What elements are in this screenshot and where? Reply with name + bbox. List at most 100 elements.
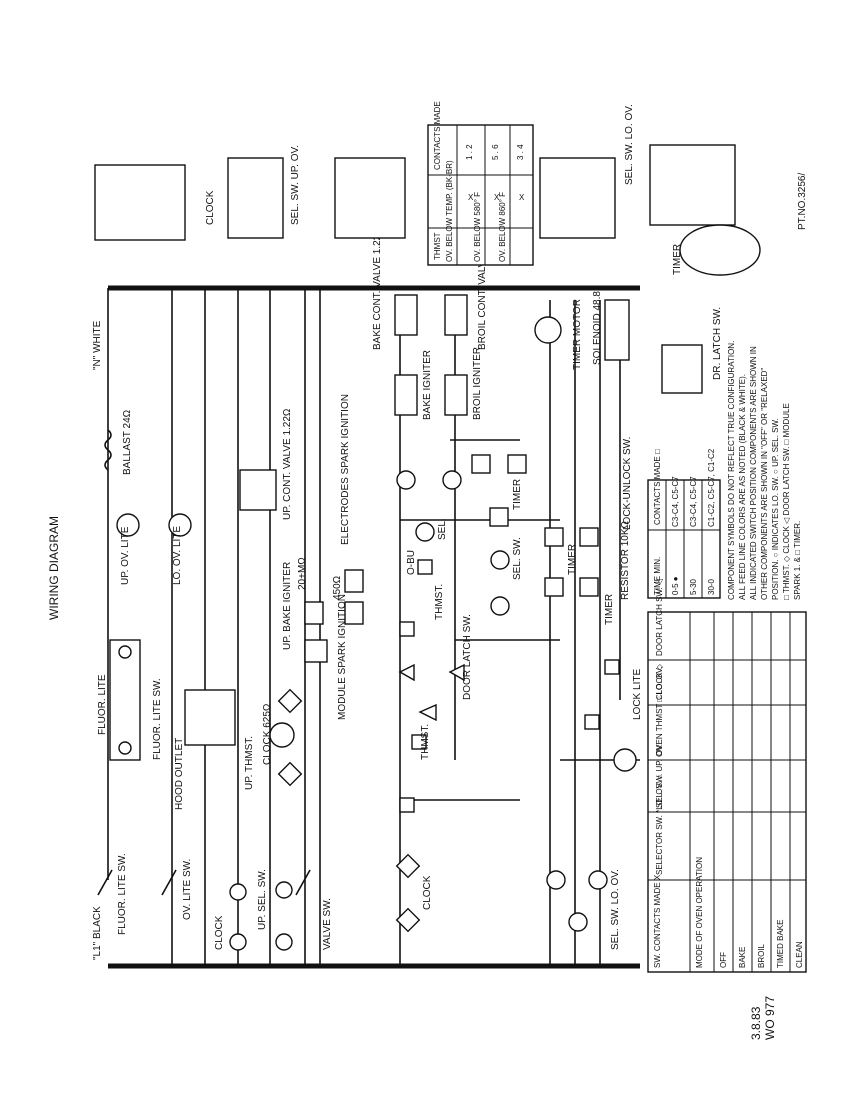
note-5: POSITION. ○ INDICATES LO. SW. ○ UP. SEL.… [771,418,780,600]
n-label: "N" WHITE [92,320,103,370]
bake-cont-valve [394,294,418,336]
lo-ov-lite [168,513,192,537]
ballast-coil [104,429,112,471]
label-sel-sw-lo-ov: SEL. SW. LO. OV. [624,104,635,185]
label-clock-625: CLOCK 625Ω [262,703,273,765]
note-3: ALL INDICATED SWITCH POSITION COMPONENTS… [749,346,758,600]
st-title: SW. CONTACTS MADE X [653,874,662,968]
up-sel-sw-3 [275,881,293,899]
tt-r0t: 0-5 ● [671,576,680,595]
label-valve-sw: VALVE SW. [322,898,333,950]
label-timer-top: TIMER [672,244,683,275]
timer-c7 [544,527,564,547]
sel-r [490,550,510,570]
up-ov-lite [116,513,140,537]
timer-contacts-table: TIME MIN. CONTACTS MADE □ 0-5 ● C3-C4, C… [647,448,721,599]
timer-c5 [507,454,527,474]
switch-contact-table: SW. CONTACTS MADE X MODE OF OVEN OPERATI… [647,579,807,973]
label-part-number: PT.NO.3256/ [797,173,808,230]
label-timer-3: TIMER [604,594,615,625]
ct-header: CONTACTS MADE [433,101,442,170]
ct-h2: 5 . 6 [491,144,500,160]
label-bake-cont-valve: BAKE CONT. VALVE 1.22Ω [372,227,383,350]
sel-sw-b [546,870,566,890]
st-col-2: OVEN THMST □ LO. OV. [655,666,664,756]
tt-r0c: C3-C4, C5-C7 [671,476,680,527]
module-n [304,601,324,625]
label-resistor: RESISTOR 10KΩ [620,520,631,600]
tt-h0: TIME MIN. [653,557,662,595]
ct-r3c3: X [519,193,525,202]
timer-motor [534,316,562,344]
fluor-ballast-detail [94,164,186,241]
label-broil-igniter: BROIL IGNITER [472,347,483,420]
thmst-3 [399,797,415,813]
timer-c1 [579,577,599,597]
dr-latch-sw [661,344,703,394]
fluor-lite-end-a [118,645,132,659]
clock-switch-3 [229,883,247,901]
tt-r1t: 5-30 [689,578,698,595]
st-col-4: DOOR LATCH SW. ◁ [655,579,664,656]
ct-h1: 1 . 2 [465,144,474,160]
footer-date: 3.8.83 [749,1006,763,1040]
label-dr-latch-sw: DR. LATCH SW. [712,307,723,380]
label-res-450: 450Ω [332,575,343,600]
label-up-bake-igniter: UP. BAKE IGNITER [282,562,293,650]
sel-bk [396,470,416,490]
ct-r1: OV. BELOW TEMP. (BK-BR) [445,160,454,262]
broil-cont-valve [444,294,468,336]
st-mode-bake: BAKE [738,947,747,968]
up-cont-valve [239,469,277,511]
label-fluor-lite: FLUOR. LITE [97,674,108,735]
label-solenoid: SOLENOID 48.8 [592,291,603,365]
st-col-3: CLOCK ◇ [655,663,664,700]
sel-br [442,470,462,490]
door-latch-2 [448,663,465,682]
diagram-title: WIRING DIAGRAM [47,516,61,620]
solenoid [604,299,630,361]
label-clock: CLOCK [214,915,225,950]
footer-code: WO 977 [763,996,777,1040]
label-hood-outlet: HOOD OUTLET [174,738,185,810]
st-mode-off: OFF [719,952,728,968]
label-up-thmst: UP. THMST. [244,736,255,790]
module-ht [344,601,364,625]
label-broil-cont-valve: BROIL CONT. VALVE 1.22Ω [477,224,488,350]
lock-5 [584,714,600,730]
door-latch-1 [418,703,437,722]
st-mode-0: MODE OF OVEN OPERATION [695,857,704,968]
clock-diamond-2 [395,853,421,879]
branch-lines [107,288,640,966]
tt-r2t: 30-0 [707,578,716,595]
label-module: MODULE SPARK IGNITION [337,594,348,720]
sel-sw-c [588,870,608,890]
sel-sw-bk-detail [539,157,616,239]
label-timer-motor: TIMER MOTOR [572,299,583,370]
door-latch-3 [398,663,415,682]
note-6: □ THMST. ◇ CLOCK ◁ DOOR LATCH SW. □ MODU… [782,403,791,600]
label-electrodes: ELECTRODES SPARK IGNITION [340,394,351,545]
label-lock-lite: LOCK LITE [632,669,643,720]
sel-sw-l [568,912,588,932]
label-o-bu: O-BU [406,550,417,575]
label-up-ov-lite: UP. OV. LITE [120,526,131,585]
sel-sw-up-detail [227,157,284,239]
ct-r2: OV. BELOW 580° F [473,192,482,262]
ct-r1c1: X [468,193,474,202]
label-fluor-lite-sw-2: FLUOR. LITE SW. [152,678,163,760]
left-switches [97,853,608,951]
thmst-2 [417,559,433,575]
label-sel-sw: SEL. SW. [512,537,523,580]
label-lo-ov-lite: LO. OV. LITE [172,526,183,585]
fluor-lite-end-b [118,741,132,755]
timer-c4 [471,454,491,474]
label-door-latch-sw: DOOR LATCH SW. [462,614,473,700]
label-clock-2: CLOCK [422,875,433,910]
st-mode-timed-bake: TIMED BAKE [776,920,785,968]
st-mode-clean: CLEAN [795,941,804,968]
label-thmst: THMST. [420,724,431,760]
thermostat-contact-table: CONTACTS MADE 1 . 2 5 . 6 3 . 4 THMST OV… [427,101,534,266]
